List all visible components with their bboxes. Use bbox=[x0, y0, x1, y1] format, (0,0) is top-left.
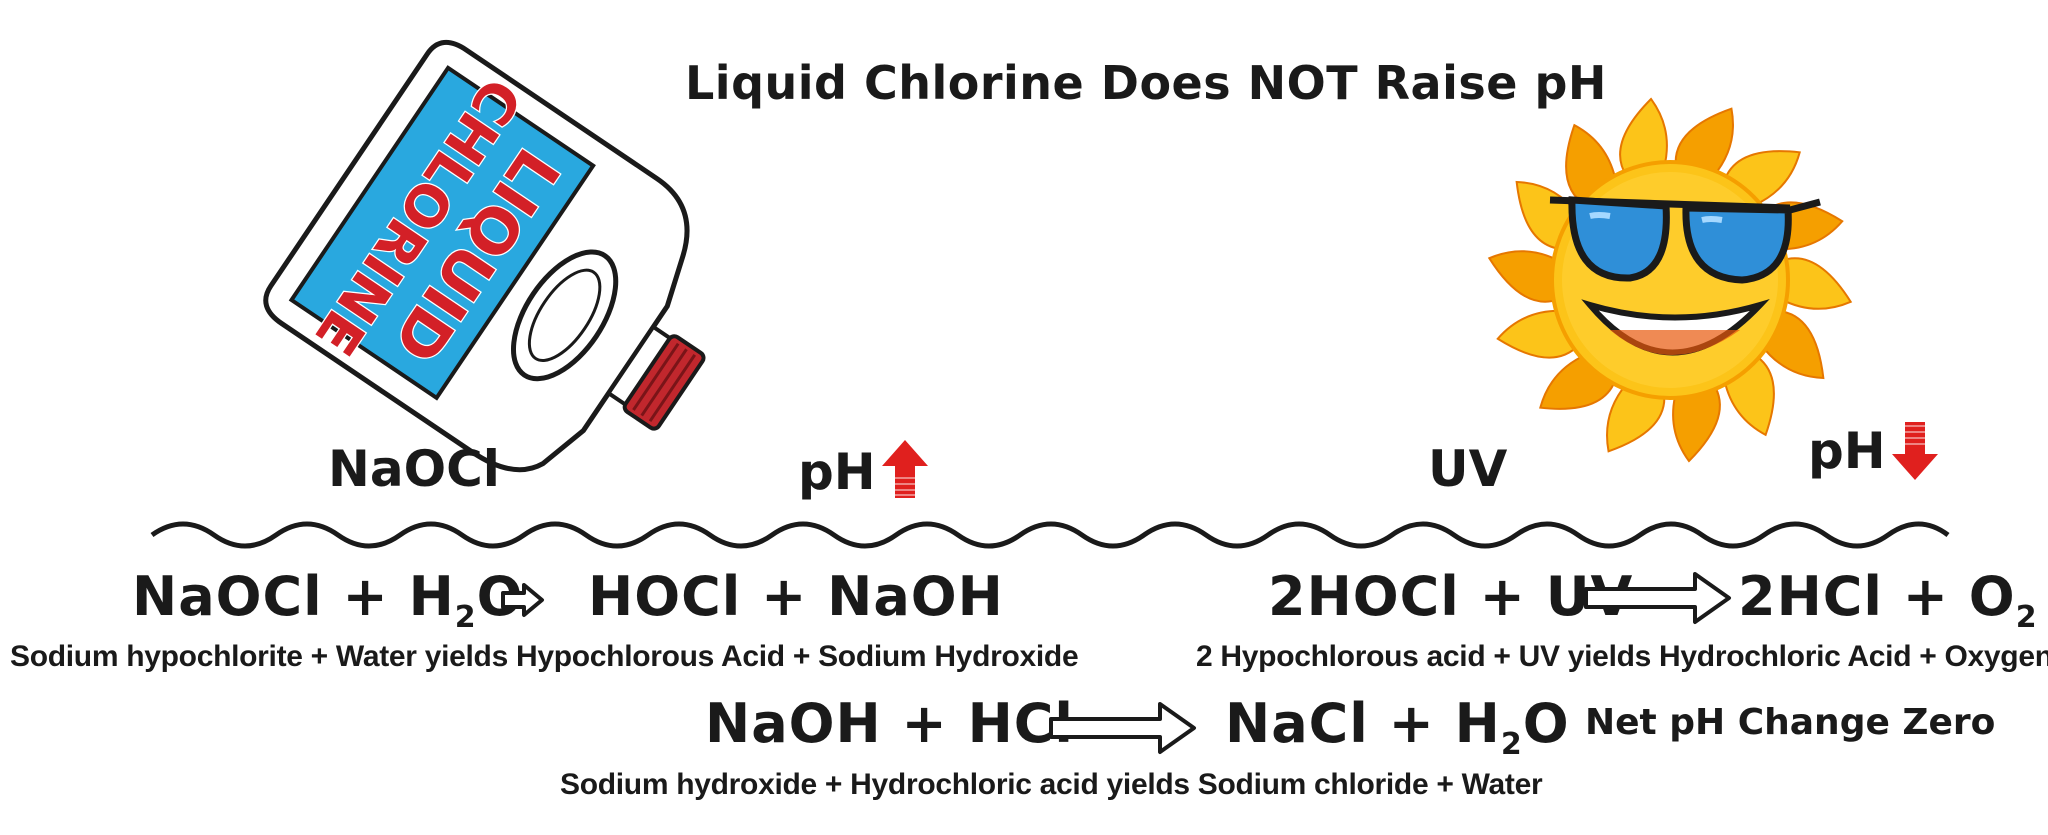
equation-3-caption: Sodium hydroxide + Hydrochloric acid yie… bbox=[560, 768, 1543, 801]
page-title: Liquid Chlorine Does NOT Raise pH bbox=[685, 56, 1607, 110]
jug-handle bbox=[510, 249, 619, 382]
sun-ray bbox=[1779, 257, 1853, 310]
yields-arrow-icon bbox=[501, 583, 544, 617]
ph-down-label: pH bbox=[1808, 422, 1886, 480]
yields-arrow-long-icon bbox=[1049, 702, 1196, 754]
chlorine-jug-illustration: LIQUID CHLORINE bbox=[263, 40, 706, 473]
uv-label: UV bbox=[1428, 440, 1508, 498]
water-surface-line bbox=[150, 521, 1950, 549]
equation-3: NaOH + HCl bbox=[705, 692, 1074, 755]
sun-ray bbox=[1619, 97, 1668, 178]
arrow-up-icon bbox=[882, 440, 928, 498]
equation-1-caption: Sodium hypochlorite + Water yields Hypoc… bbox=[10, 640, 1079, 673]
sun-ray bbox=[1487, 250, 1561, 303]
yields-arrow-long-icon bbox=[1584, 572, 1731, 624]
equation-1: NaOCl + H2O bbox=[132, 565, 524, 635]
naocl-label: NaOCl bbox=[328, 440, 500, 498]
sun-illustration bbox=[1487, 97, 1853, 463]
sun-ray bbox=[1606, 382, 1666, 453]
equation-2-caption: 2 Hypochlorous acid + UV yields Hydrochl… bbox=[1196, 640, 2048, 673]
sun-ray bbox=[1672, 382, 1721, 463]
net-ph-change-note: Net pH Change Zero bbox=[1585, 702, 1996, 743]
equation-1-products: HOCl + NaOH bbox=[588, 565, 1004, 628]
jug-label bbox=[288, 65, 596, 401]
sunglasses-icon bbox=[1549, 196, 1821, 284]
equation-2: 2HOCl + UV bbox=[1268, 565, 1632, 628]
equation-3-products: NaCl + H2O bbox=[1225, 692, 1570, 762]
arrow-down-icon bbox=[1892, 422, 1938, 480]
sun-ray bbox=[1674, 107, 1734, 178]
sun-rays bbox=[1487, 97, 1853, 463]
ph-up-label: pH bbox=[798, 443, 876, 501]
equation-2-products: 2HCl + O2 bbox=[1738, 565, 2038, 635]
